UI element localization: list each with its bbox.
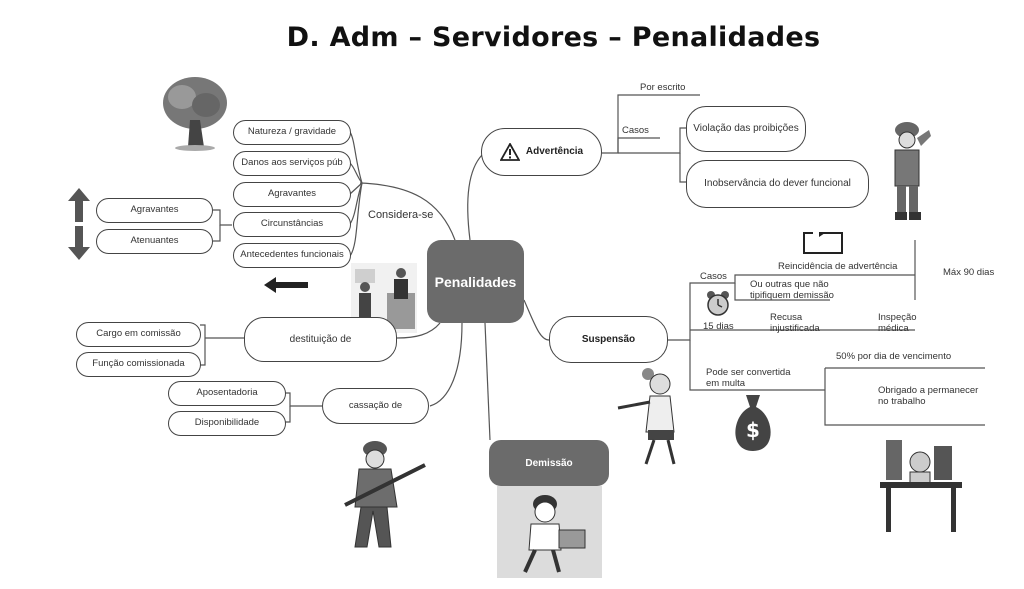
multa-label: Pode ser convertida em multa: [706, 367, 791, 389]
arrow-up-icon: [68, 188, 90, 222]
recusa-label: Recusa injustificada: [770, 312, 820, 334]
outras-label: Ou outras que não tipifiquem demissão: [750, 279, 834, 301]
money-bag-icon: $: [735, 395, 771, 451]
considera-label: Considera-se: [368, 209, 434, 221]
node-violacao: Violação das proibições: [686, 106, 806, 152]
node-danos: Danos aos serviços púb: [233, 151, 351, 176]
svg-text:$: $: [746, 418, 760, 442]
advertencia-label: Advertência: [525, 146, 584, 158]
obrigado-label: Obrigado a permanecer no trabalho: [878, 385, 979, 407]
node-funcao-comissionada: Função comissionada: [76, 352, 201, 377]
cycle-icon: [803, 232, 843, 254]
node-demissao: Demissão: [489, 440, 609, 486]
node-suspensao: Suspensão: [549, 316, 668, 363]
node-circ-agravantes: Agravantes: [96, 198, 213, 223]
vencimento-label: 50% por dia de vencimento: [836, 351, 952, 362]
node-antecedentes: Antecedentes funcionais: [233, 243, 351, 268]
node-circ-atenuantes: Atenuantes: [96, 229, 213, 254]
warning-icon: [499, 143, 520, 161]
fired-worker-icon: [497, 486, 602, 578]
angry-person-icon: [617, 368, 676, 465]
arrow-down-icon: [68, 226, 90, 260]
center-node: Penalidades: [427, 240, 524, 323]
por-escrito-label: Por escrito: [640, 82, 686, 93]
node-disponibilidade: Disponibilidade: [168, 411, 286, 436]
soldier-salute-icon: [894, 122, 931, 220]
max-90-label: Máx 90 dias: [943, 267, 995, 278]
inspecao-label: Inspeção médica: [878, 312, 917, 334]
node-destituicao: destituição de: [244, 317, 397, 362]
tree-icon: [163, 77, 227, 151]
arrow-left-icon: [264, 277, 308, 293]
node-aposentadoria: Aposentadoria: [168, 381, 286, 406]
15-dias-label: 15 dias: [703, 321, 734, 332]
adv-casos-label: Casos: [622, 125, 649, 136]
node-natureza: Natureza / gravidade: [233, 120, 351, 145]
suspensao-label: Suspensão: [581, 333, 636, 345]
reincidencia-label: Reincidência de advertência: [778, 261, 898, 272]
node-cargo-comissao: Cargo em comissão: [76, 322, 201, 347]
node-cassacao: cassação de: [322, 388, 429, 424]
hunter-icon: [344, 441, 426, 548]
page-title: D. Adm – Servidores – Penalidades: [286, 22, 821, 53]
susp-casos-label: Casos: [700, 271, 727, 282]
node-inobservancia: Inobservância do dever funcional: [686, 160, 869, 208]
busy-desk-icon: [880, 440, 962, 532]
node-agravantes: Agravantes: [233, 182, 351, 207]
node-advertencia: Advertência: [481, 128, 602, 176]
node-circunstancias: Circunstâncias: [233, 212, 351, 237]
alarm-clock-icon: [707, 291, 729, 316]
